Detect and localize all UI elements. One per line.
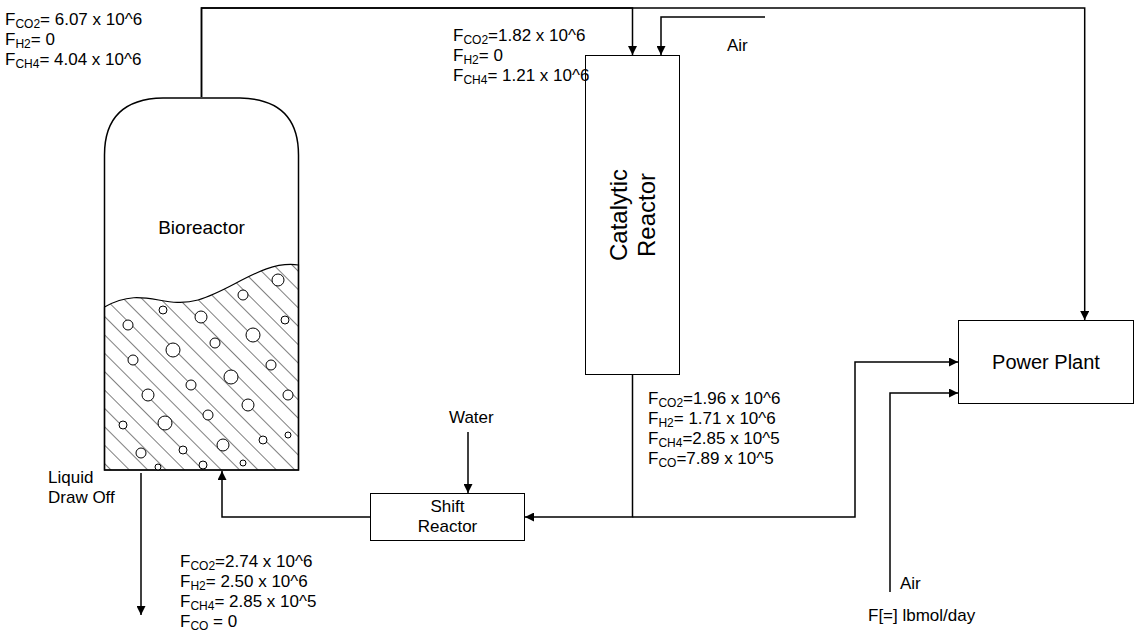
gas-bubble <box>199 461 207 469</box>
gas-bubble <box>166 343 180 357</box>
stream-flow: FCH4=2.85 x 10^5 <box>648 429 780 449</box>
gas-bubble <box>210 338 220 348</box>
stream-flow: FCH4= 2.85 x 10^5 <box>180 592 316 612</box>
gas-bubble <box>195 311 207 323</box>
stream-flow: FCO2=2.74 x 10^6 <box>180 552 312 572</box>
stream-flow: FCO=7.89 x 10^5 <box>648 449 774 469</box>
stream-flow: FCH4= 4.04 x 10^6 <box>5 50 141 70</box>
stream-label: Liquid Draw Off <box>48 468 128 508</box>
gas-bubble <box>155 464 161 470</box>
stream-flow: FCO = 0 <box>180 612 237 632</box>
gas-bubble <box>179 446 187 454</box>
stream-label: Air <box>727 36 748 56</box>
gas-bubble <box>142 389 154 401</box>
stream-flow: FCO2=1.82 x 10^6 <box>453 26 585 46</box>
gas-bubble <box>123 320 133 330</box>
process-box: Catalytic Reactor <box>585 55 680 375</box>
water-feed-line <box>467 432 469 493</box>
gas-bubble <box>283 390 293 400</box>
gas-bubble <box>128 355 138 365</box>
stream-connector <box>202 8 633 97</box>
gas-bubble <box>186 380 196 390</box>
gas-bubble <box>217 439 229 451</box>
liquid-draw-line <box>140 473 142 615</box>
stream-connector <box>525 375 633 517</box>
vessel-shell <box>105 98 299 470</box>
node-label: Catalytic Reactor <box>605 155 660 275</box>
stream-flow: F[=] lbmol/day <box>868 606 975 626</box>
bioreactor-vessel: Bioreactor <box>103 95 300 473</box>
process-box: Power Plant <box>958 320 1134 404</box>
gas-bubble <box>224 370 238 384</box>
node-label: Power Plant <box>966 351 1126 374</box>
gas-bubble <box>240 460 246 466</box>
process-box: Shift Reactor <box>370 493 525 541</box>
stream-connector <box>633 362 959 517</box>
gas-bubble <box>159 306 167 314</box>
vessel-outline <box>103 95 300 473</box>
gas-bubble <box>281 316 289 324</box>
stream-connector <box>222 471 370 517</box>
stream-flow: FCH4= 1.21 x 10^6 <box>453 66 589 86</box>
stream-flow: FCO2= 6.07 x 10^6 <box>5 10 142 30</box>
gas-bubble <box>285 432 291 438</box>
gas-bubble <box>242 399 254 411</box>
stream-label: Water <box>449 408 494 428</box>
gas-bubble <box>266 360 276 370</box>
node-label: Bioreactor <box>112 217 292 239</box>
gas-bubble <box>246 328 260 342</box>
gas-bubble <box>272 274 284 286</box>
gas-bubble <box>203 410 213 420</box>
liquid-region <box>105 264 299 470</box>
gas-bubble <box>119 421 127 429</box>
gas-bubble <box>136 448 146 458</box>
stream-flow: FH2= 0 <box>5 30 55 50</box>
stream-flow: FH2= 2.50 x 10^6 <box>180 572 308 592</box>
air-feed-line <box>661 17 765 55</box>
gas-bubble <box>158 416 172 430</box>
gas-bubble <box>238 290 248 300</box>
gas-bubble <box>259 436 267 444</box>
stream-flow: FH2= 0 <box>453 46 503 66</box>
stream-flow: FCO2=1.96 x 10^6 <box>648 389 780 409</box>
node-label: Shift Reactor <box>408 497 488 536</box>
stream-label: Air <box>900 574 921 594</box>
stream-flow: FH2= 1.71 x 10^6 <box>648 409 776 429</box>
air-feed-line <box>890 393 958 592</box>
